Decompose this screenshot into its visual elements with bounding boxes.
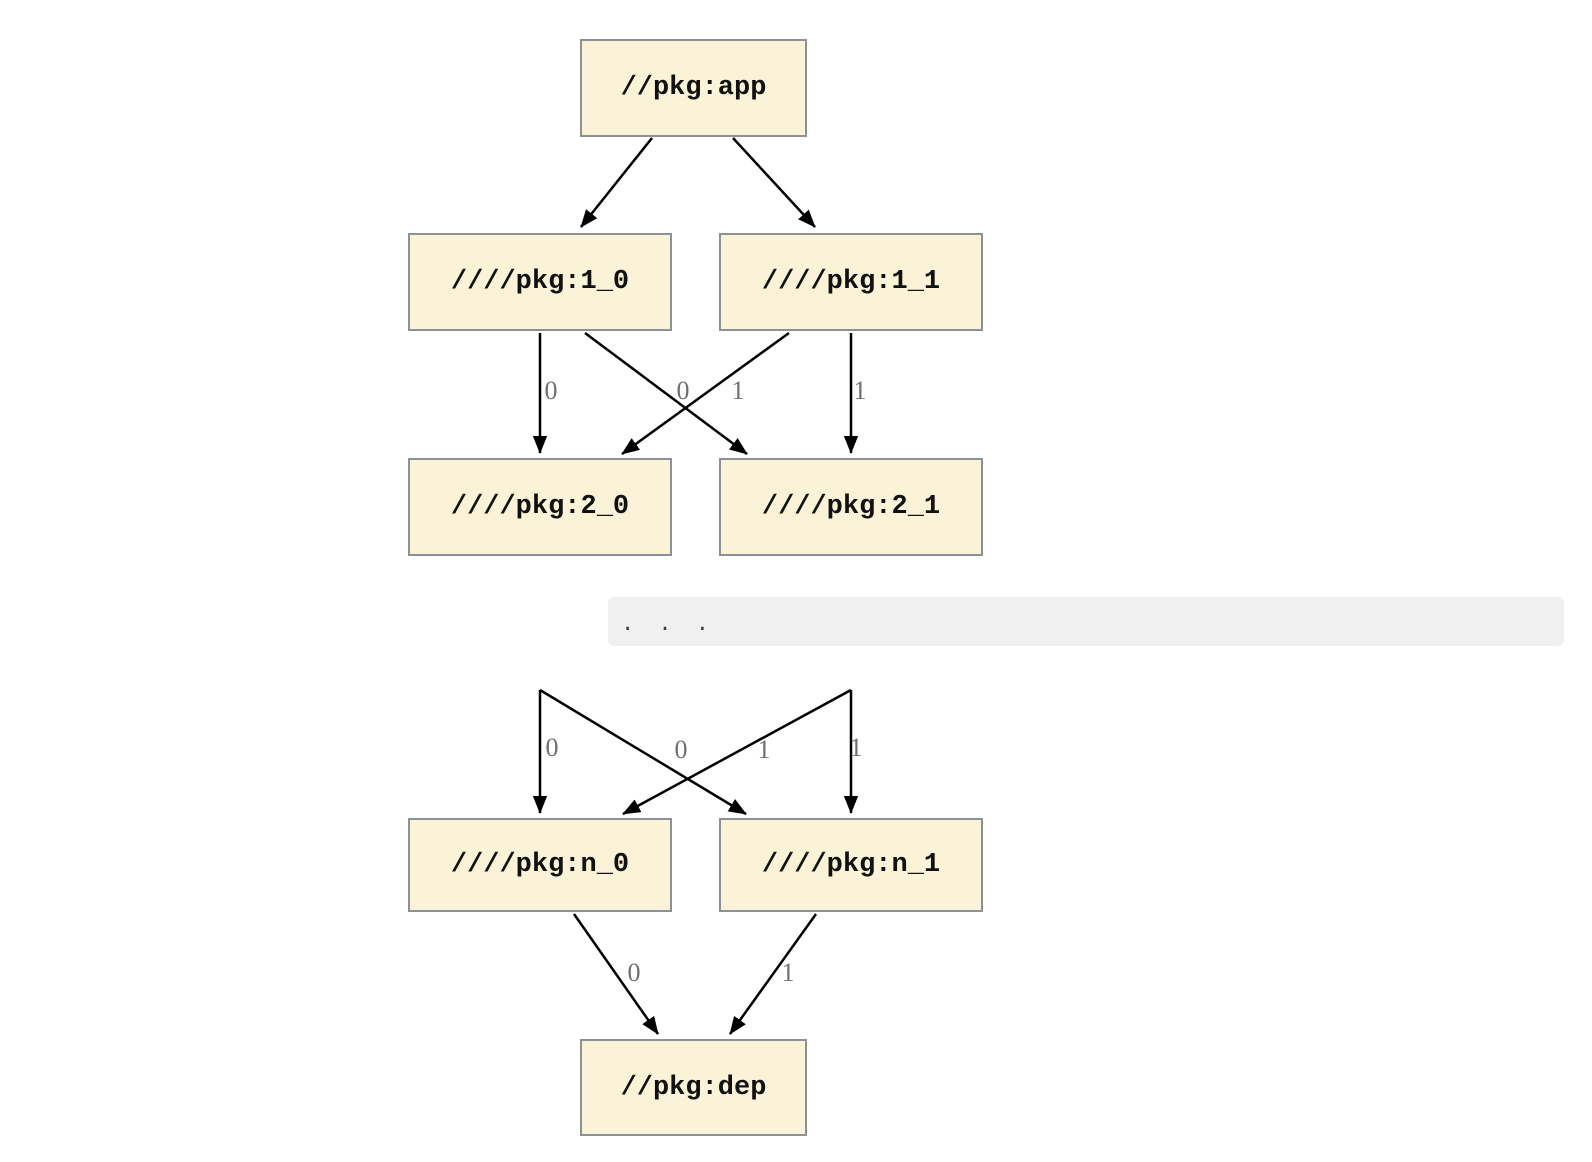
edge-n_1-to-dep (728, 913, 818, 1035)
edge-label-1_1-2_1: 1 (853, 376, 867, 405)
edge-1_1-to-2_0 (621, 331, 790, 456)
node-pkg-n_0: ////pkg:n_0 (408, 818, 672, 912)
edge-1_0-to-2_1 (584, 331, 748, 456)
edge-ellipsis-to-n_0-cross (622, 688, 852, 816)
node-pkg-2_0: ////pkg:2_0 (408, 458, 672, 556)
edge-label-1_1-2_0: 0 (676, 376, 690, 405)
edge-label-ellipsis-n_0-cross: 0 (674, 735, 688, 764)
node-pkg-1_0: ////pkg:1_0 (408, 233, 672, 331)
node-pkg-2_1: ////pkg:2_1 (719, 458, 983, 556)
ellipsis-band: . . . (608, 597, 1564, 646)
node-pkg-dep: //pkg:dep (580, 1039, 807, 1136)
node-pkg-1_1: ////pkg:1_1 (719, 233, 983, 331)
edge-label-n_0-dep: 0 (627, 958, 641, 987)
edge-app-to-1_0 (580, 137, 653, 228)
edge-n_0-to-dep (572, 913, 660, 1035)
edge-label-ellipsis-n_0-straight: 0 (545, 733, 559, 762)
edge-label-1_0-2_0: 0 (544, 376, 558, 405)
edge-app-to-1_1 (732, 137, 816, 228)
node-pkg-app: //pkg:app (580, 39, 807, 137)
edge-label-n_1-dep: 1 (781, 958, 795, 987)
edge-ellipsis-to-n_1-cross (539, 688, 747, 816)
edge-label-ellipsis-n_1-straight: 1 (849, 733, 863, 762)
edge-label-1_0-2_1: 1 (731, 376, 745, 405)
edge-label-ellipsis-n_1-cross: 1 (757, 735, 771, 764)
node-pkg-n_1: ////pkg:n_1 (719, 818, 983, 912)
